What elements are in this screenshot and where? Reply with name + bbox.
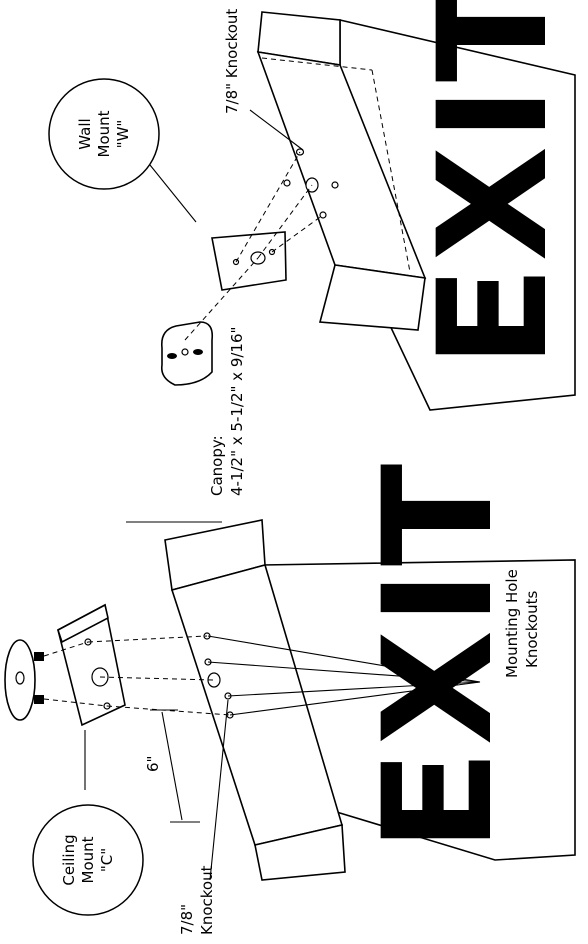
wall-alignment-line — [257, 184, 313, 259]
wall-box-hole — [181, 348, 189, 356]
wall-mount-label-line3: "W" — [114, 120, 132, 149]
wall-sign-hidden-edge — [371, 69, 411, 273]
ceiling-alignment-line — [106, 705, 231, 716]
ceiling-mount-exit-sign: EXIT 6" — [4, 460, 576, 881]
wall-mount-label-line2: Mount — [95, 110, 113, 157]
wall-knockout-leader-line — [249, 109, 304, 151]
wall-knockout-label: 7/8" Knockout — [223, 9, 241, 114]
ceiling-sign-exit-lettering: EXIT — [352, 460, 526, 852]
mounting-hole-leader-line — [207, 661, 481, 683]
canopy-label-line1: Canopy: — [208, 435, 226, 496]
ceiling-alignment-line — [99, 676, 215, 681]
ceiling-box-screw — [34, 695, 44, 704]
mounting-hole-leader-line — [207, 635, 481, 683]
ceiling-alignment-line — [43, 698, 108, 707]
mounting-hole-label-line2: Knockouts — [523, 591, 541, 668]
ceiling-alignment-line — [87, 635, 208, 643]
ceiling-knockout-label-line1: 7/8" — [178, 904, 196, 935]
wall-alignment-line — [235, 151, 301, 263]
ceiling-knockout-leader-line — [209, 699, 229, 881]
ceiling-mount-callout: Ceiling Mount "C" — [32, 804, 144, 916]
wall-mount-label-line1: Wall — [76, 118, 94, 149]
wall-sign-housing-side — [318, 264, 426, 331]
ceiling-mount-label-line2: Mount — [79, 836, 97, 883]
wall-mount-plate — [211, 231, 287, 291]
ceiling-sign-housing-side — [254, 824, 346, 881]
ceiling-mount-circle — [32, 804, 144, 916]
wall-sign-hidden-edge — [261, 57, 373, 71]
wall-mount-circle — [48, 78, 160, 190]
canopy-label: Canopy: 4-1/2" x 5-1/2" x 9/16" — [208, 327, 246, 496]
ceiling-mount-label-line3: "C" — [98, 848, 116, 872]
ceiling-box-screw — [34, 652, 44, 661]
wall-sign-knockout-hole — [331, 181, 339, 189]
ceiling-knockout-label-line2: Knockout — [198, 865, 216, 935]
dimension-6-label: 6" — [144, 756, 162, 772]
canopy-label-line2: 4-1/2" x 5-1/2" x 9/16" — [228, 327, 246, 496]
wall-alignment-line — [271, 214, 324, 253]
ceiling-canopy-rim — [57, 603, 109, 644]
wall-mount-leader-line — [149, 164, 197, 223]
wall-mount-exit-sign: EXIT — [149, 0, 581, 411]
wall-sign-exit-lettering: EXIT — [407, 0, 581, 368]
ceiling-alignment-line — [43, 641, 89, 657]
ceiling-box-hole — [15, 671, 25, 685]
wall-box-screw — [193, 349, 203, 355]
ceiling-mount-label-line1: Ceiling — [60, 834, 78, 885]
wall-alignment-line — [184, 257, 259, 341]
wall-box-screw — [167, 353, 177, 359]
wall-mount-callout: Wall Mount "W" — [48, 78, 160, 190]
mounting-hole-label-line1: Mounting Hole — [503, 569, 521, 678]
mounting-hole-leader-line — [227, 681, 481, 697]
wall-sign-knockout-hole — [283, 179, 291, 187]
dimension-line — [161, 711, 183, 821]
mounting-hole-leader-line — [229, 681, 481, 716]
